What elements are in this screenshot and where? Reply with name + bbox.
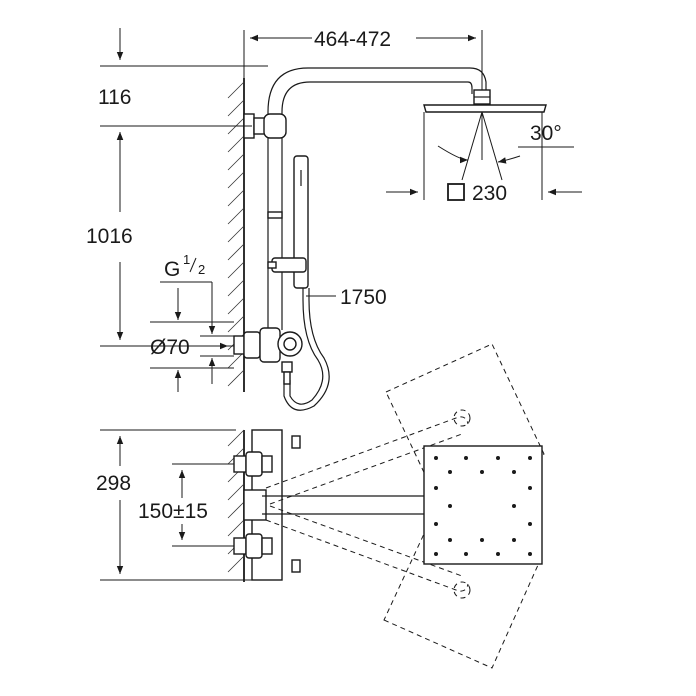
bar-height-label: 1016 bbox=[86, 225, 133, 248]
thread-main-label: G bbox=[164, 258, 180, 281]
top-view bbox=[227, 343, 545, 669]
shower-head bbox=[423, 89, 547, 113]
thread-sub-label: 2 bbox=[198, 262, 205, 277]
centre-distance-label: 150±15 bbox=[138, 500, 208, 523]
dimension-lines bbox=[100, 28, 582, 581]
hose-length-label: 1750 bbox=[340, 286, 387, 309]
rosette-diameter-label: Ø70 bbox=[150, 336, 190, 359]
wall-hatch-top bbox=[227, 429, 245, 582]
rotation-arcs bbox=[265, 409, 471, 599]
rotated-head-outlines bbox=[383, 343, 545, 669]
mixer-top bbox=[233, 429, 301, 581]
shower-head-top bbox=[423, 445, 543, 565]
shower-riser bbox=[267, 67, 487, 330]
mixer-side bbox=[233, 327, 303, 385]
hand-shower bbox=[267, 155, 309, 289]
side-view bbox=[227, 67, 574, 411]
head-size-label: 230 bbox=[472, 182, 507, 205]
arm-projection-label: 464-472 bbox=[314, 28, 391, 51]
top-offset-label: 116 bbox=[98, 86, 131, 109]
tilt-angle-lines bbox=[437, 111, 574, 181]
rail-marks bbox=[267, 211, 283, 219]
shower-hose bbox=[283, 288, 330, 411]
mixer-height-label: 298 bbox=[96, 472, 131, 495]
thread-sup-label: 1 bbox=[183, 252, 190, 267]
tilt-angle-label: 30° bbox=[530, 122, 562, 145]
